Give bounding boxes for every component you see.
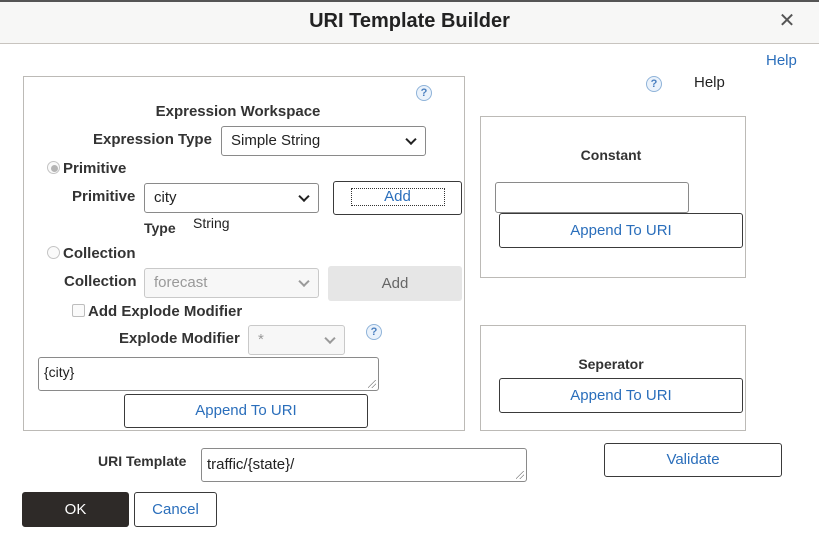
primitive-radio-label: Primitive bbox=[63, 160, 127, 177]
question-mark-icon[interactable]: ? bbox=[416, 85, 432, 101]
expression-type-label: Expression Type bbox=[93, 131, 212, 148]
collection-value: forecast bbox=[154, 274, 208, 291]
help-text: Help bbox=[694, 74, 725, 91]
constant-input[interactable] bbox=[495, 182, 689, 213]
expression-textarea[interactable]: {city} bbox=[38, 357, 379, 391]
uri-template-value: traffic/{state}/ bbox=[207, 456, 295, 473]
question-mark-icon[interactable]: ? bbox=[366, 324, 382, 340]
separator-title: Seperator bbox=[578, 356, 644, 372]
resize-handle[interactable] bbox=[516, 471, 524, 479]
constant-title: Constant bbox=[580, 147, 642, 163]
expression-workspace-title: Expression Workspace bbox=[155, 103, 321, 120]
append-separator-button[interactable]: Append To URI bbox=[499, 378, 743, 413]
expression-type-select[interactable]: Simple String bbox=[221, 126, 426, 156]
explode-modifier-label: Explode Modifier bbox=[119, 330, 240, 347]
primitive-value: city bbox=[154, 189, 177, 206]
append-expression-button[interactable]: Append To URI bbox=[124, 394, 368, 428]
chevron-down-icon bbox=[298, 275, 310, 288]
explode-modifier-checkbox[interactable] bbox=[72, 304, 85, 317]
dialog-title: URI Template Builder bbox=[309, 10, 510, 32]
primitive-select[interactable]: city bbox=[144, 183, 319, 213]
expression-text: {city} bbox=[44, 364, 75, 380]
type-label: Type bbox=[144, 220, 176, 236]
resize-handle[interactable] bbox=[368, 380, 376, 388]
collection-radio[interactable] bbox=[47, 246, 60, 259]
help-link[interactable]: Help bbox=[766, 52, 797, 69]
validate-button[interactable]: Validate bbox=[604, 443, 782, 477]
primitive-label: Primitive bbox=[72, 188, 136, 205]
append-constant-button[interactable]: Append To URI bbox=[499, 213, 743, 248]
explode-modifier-value: * bbox=[258, 331, 264, 348]
cancel-button[interactable]: Cancel bbox=[134, 492, 217, 527]
ok-button[interactable]: OK bbox=[22, 492, 129, 527]
chevron-down-icon bbox=[324, 332, 336, 345]
question-mark-icon[interactable]: ? bbox=[646, 76, 662, 92]
type-value: String bbox=[193, 215, 230, 231]
collection-label: Collection bbox=[64, 273, 137, 290]
uri-template-textarea[interactable]: traffic/{state}/ bbox=[201, 448, 527, 482]
chevron-down-icon bbox=[405, 133, 417, 146]
explode-modifier-checkbox-label: Add Explode Modifier bbox=[88, 303, 243, 320]
close-icon[interactable]: ✕ bbox=[778, 10, 796, 32]
primitive-add-button[interactable]: Add bbox=[333, 181, 462, 215]
collection-select[interactable]: forecast bbox=[144, 268, 319, 298]
uri-template-label: URI Template bbox=[98, 453, 187, 469]
explode-modifier-select[interactable]: * bbox=[248, 325, 345, 355]
collection-add-button[interactable]: Add bbox=[328, 266, 462, 301]
primitive-add-label: Add bbox=[350, 188, 445, 206]
primitive-radio[interactable] bbox=[47, 161, 60, 174]
collection-radio-label: Collection bbox=[63, 245, 136, 262]
chevron-down-icon bbox=[298, 190, 310, 203]
dialog-titlebar bbox=[0, 0, 819, 44]
expression-type-value: Simple String bbox=[231, 132, 321, 149]
